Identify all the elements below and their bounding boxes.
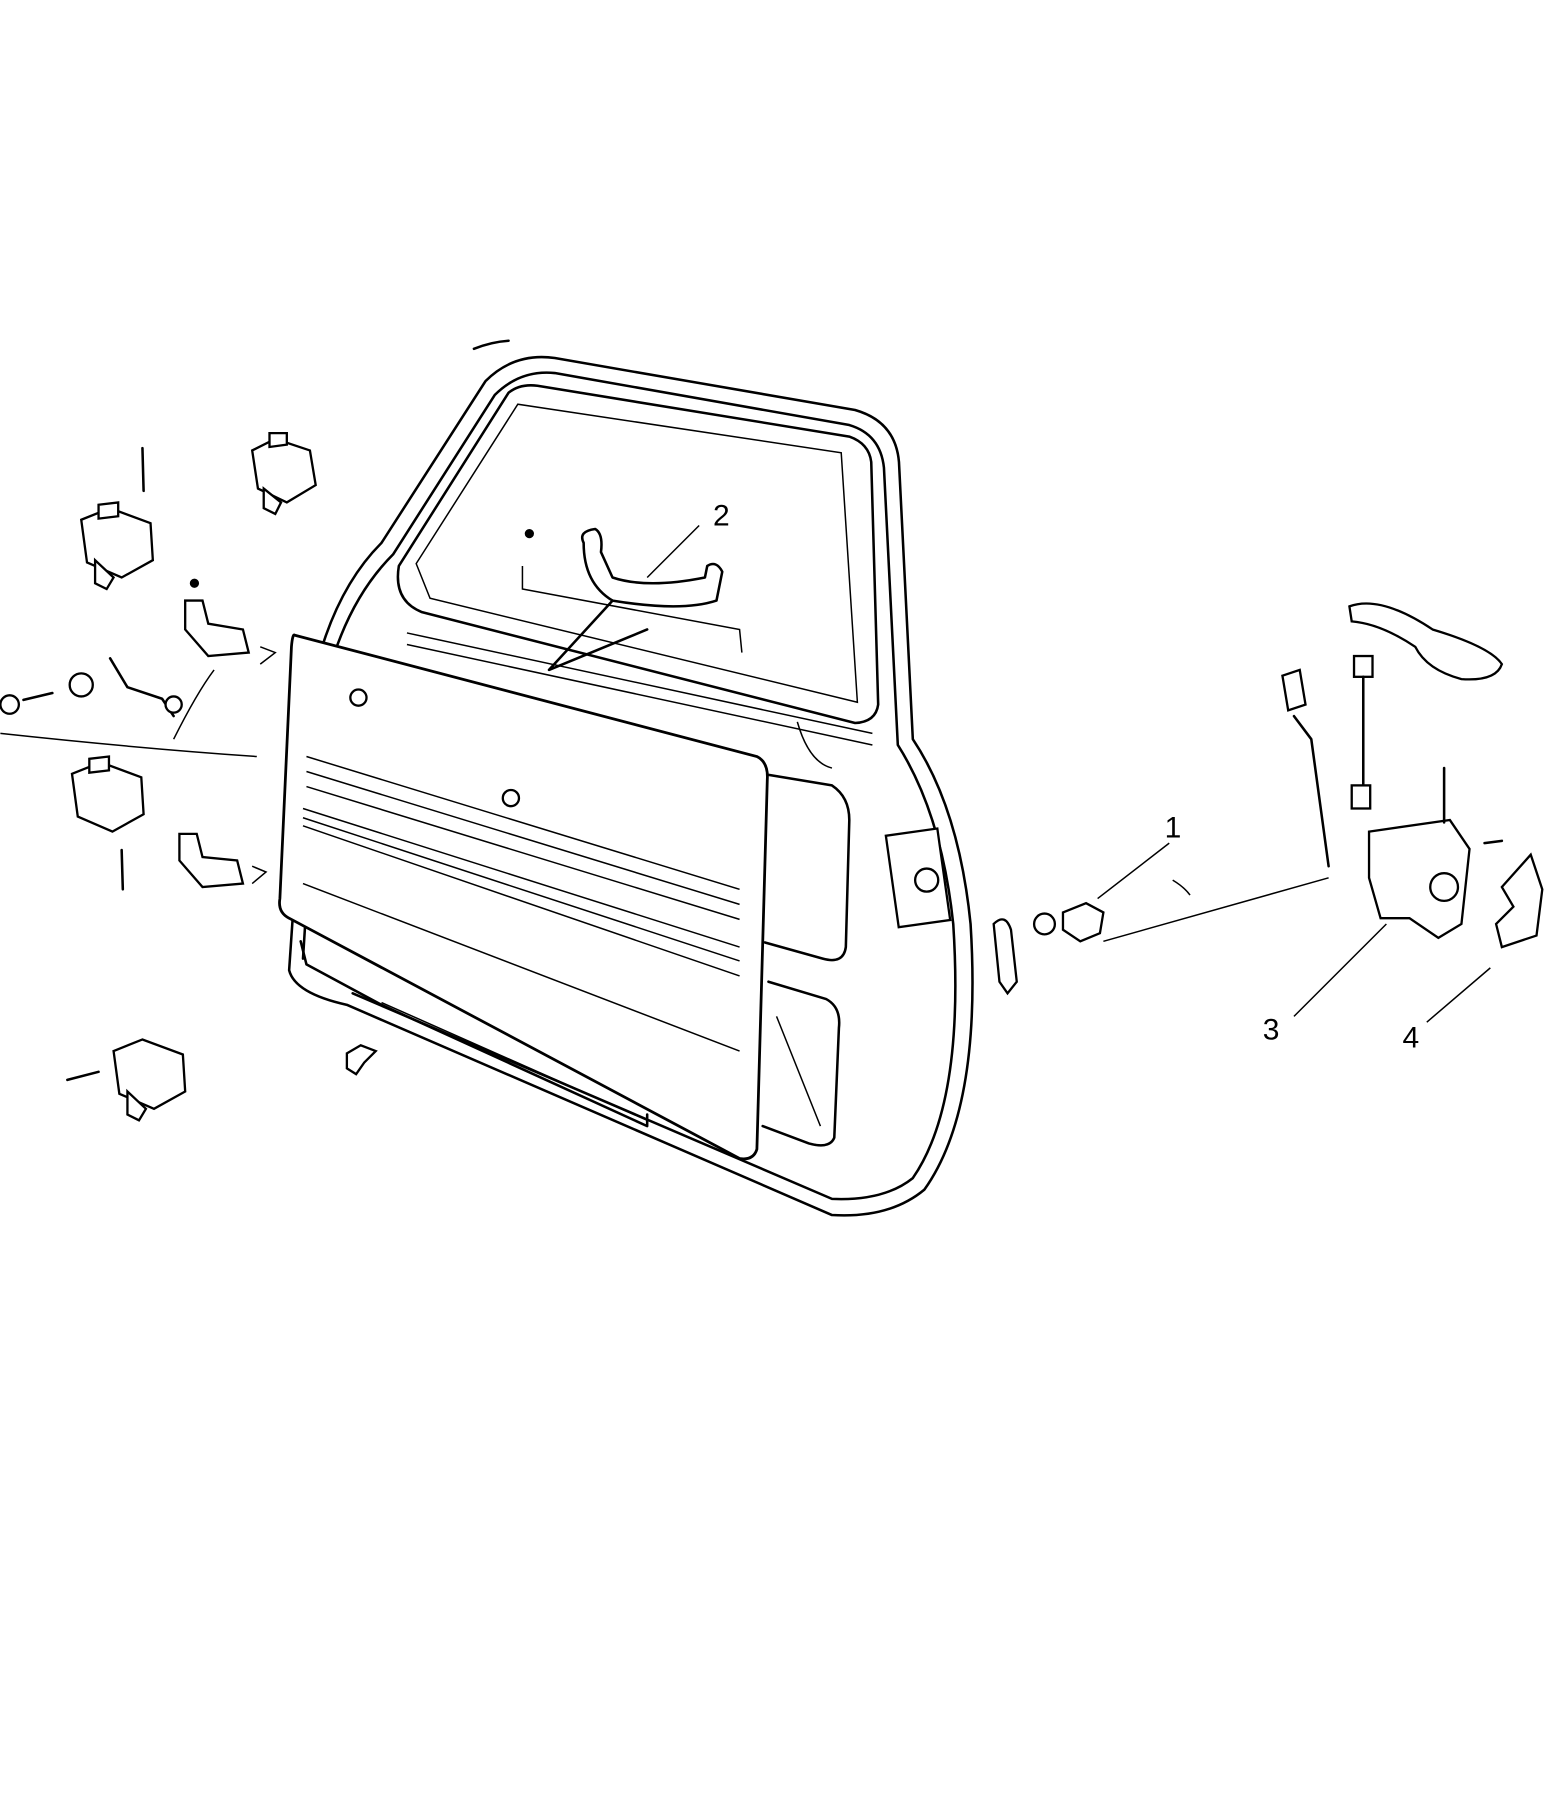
outside-handle <box>1281 602 1504 868</box>
callout-labels: 1 2 3 4 <box>713 500 1419 1055</box>
hinges <box>0 431 378 1122</box>
pull-handle <box>521 527 743 672</box>
callout-2: 2 <box>713 500 730 533</box>
latch-assembly <box>1367 766 1544 949</box>
callout-1: 1 <box>1165 811 1182 844</box>
callout-3: 3 <box>1263 1013 1280 1046</box>
callout-leaders <box>646 524 1491 1023</box>
trim-panel <box>278 633 769 1161</box>
lock-cylinder <box>992 877 1329 996</box>
door-shell <box>287 339 974 1217</box>
callout-4: 4 <box>1403 1022 1420 1055</box>
door-window <box>396 384 880 769</box>
door-inner-frame <box>299 772 952 1147</box>
